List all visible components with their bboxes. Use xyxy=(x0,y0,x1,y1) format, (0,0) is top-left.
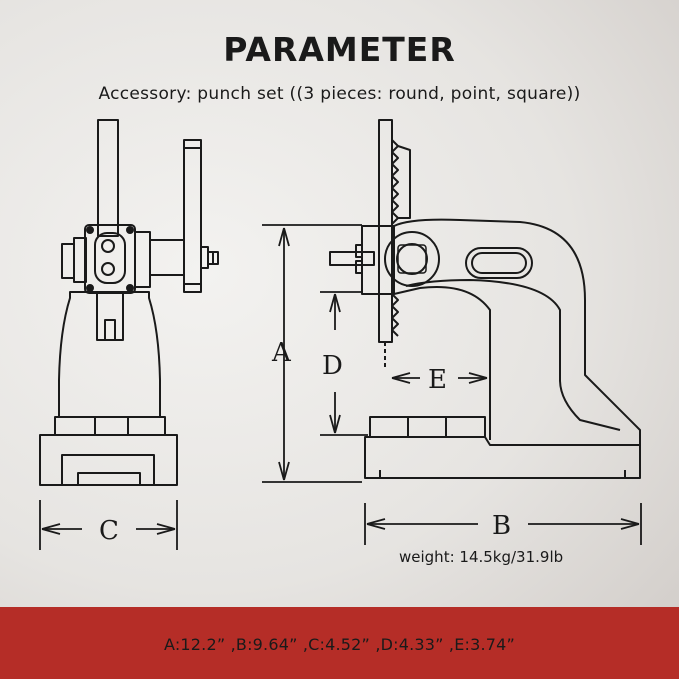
dimension-label-a: A xyxy=(271,338,292,368)
accessory-note: Accessory: punch set ((3 pieces: round, … xyxy=(98,84,581,104)
dimension-label-c: C xyxy=(99,516,119,546)
dimension-label-b: B xyxy=(492,511,511,541)
dimension-label-e: E xyxy=(428,365,447,395)
dimension-label-d: D xyxy=(322,351,343,381)
weight-label: weight: 14.5kg/31.9lb xyxy=(399,548,564,566)
page-title: PARAMETER xyxy=(223,30,456,69)
dimension-lines xyxy=(39,224,642,550)
side-view xyxy=(329,119,641,479)
spec-values: A:12.2” ,B:9.64” ,C:4.52” ,D:4.33” ,E:3.… xyxy=(163,635,516,654)
front-view xyxy=(39,119,219,486)
spec-footer: A:12.2” ,B:9.64” ,C:4.52” ,D:4.33” ,E:3.… xyxy=(0,607,679,679)
